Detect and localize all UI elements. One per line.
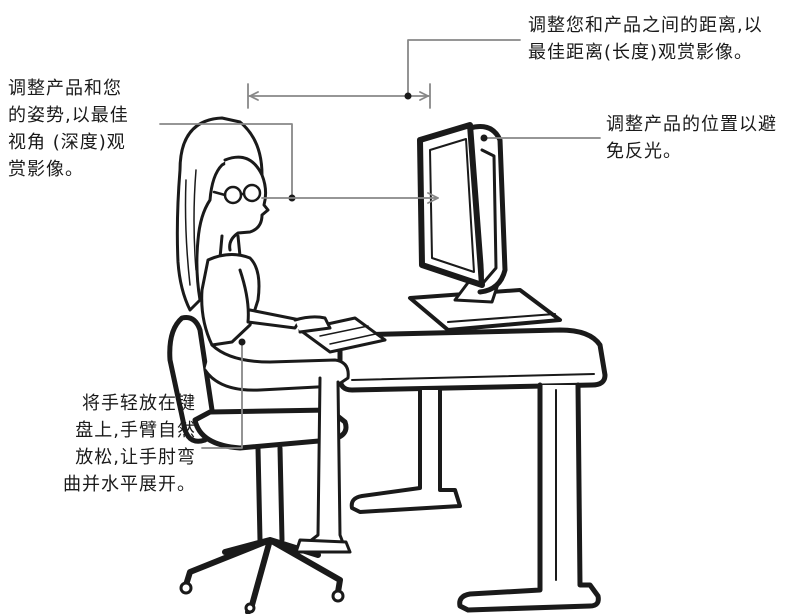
hands-leader (201, 341, 243, 449)
desk-icon (337, 327, 608, 613)
office-chair-icon (167, 315, 349, 614)
hands-keyboard-callout: 将手轻放在键 盘上,手臂自然 放松,让手肘弯 曲并水平展开。 (63, 393, 196, 495)
posture-callout: 调整产品和您 的姿势,以最佳 视角 (深度)观 赏影像。 (8, 78, 129, 180)
leader-lines (159, 39, 601, 449)
distance-leader (407, 39, 521, 97)
distance-dimension-line (247, 83, 431, 109)
monitor-icon (408, 122, 562, 332)
woman-seated-figure-icon (175, 116, 352, 554)
distance-callout: 调整您和产品之间的距离,以 最佳距离(长度)观赏影像。 (528, 15, 763, 63)
posture-leader (159, 123, 293, 199)
viewing-angle-arrow (261, 192, 439, 204)
glare-position-callout: 调整产品的位置以避 免反光。 (606, 114, 777, 162)
